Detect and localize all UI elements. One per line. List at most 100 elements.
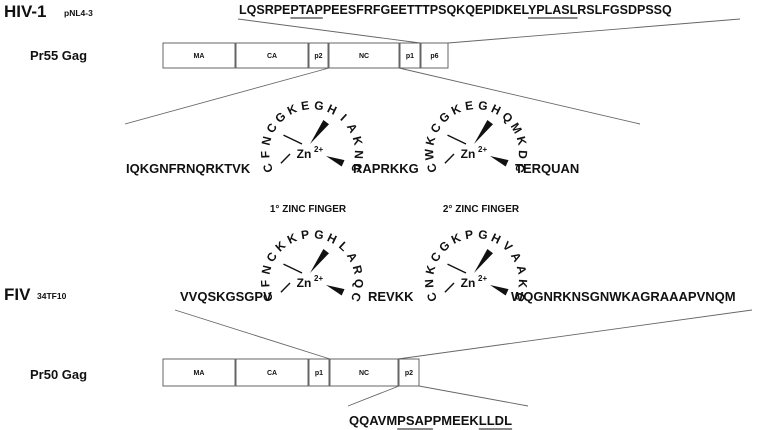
hiv-f2-residue: E [464,98,474,113]
hiv-p6-sequence: LQSRPEPTAPPEESFRFGEETTTPSQKQEPIDKELYPLAS… [239,3,672,17]
hiv-strain: pNL4-3 [64,8,93,18]
hiv-p6-connector-left [237,18,421,44]
fiv-strain: 34TF10 [37,291,67,301]
hiv-domain-ca [235,42,309,69]
hiv-nc-seg-3: TERQUAN [515,161,579,176]
hiv-f1-residue: G [313,98,324,113]
hiv-f1-residue: N [352,150,366,159]
fiv-f1-wedge-bond [326,285,345,296]
fiv-p2-connector-right [418,385,529,407]
hiv-f1-bond [280,153,291,164]
fiv-f1-residue: C [348,291,364,304]
fiv-f2-residue: K [423,264,439,276]
fiv-domain-p1 [308,358,330,387]
hiv-nc-seg-1: IQKGNFRNQRKTVK [126,161,251,176]
fiv-domain-ma [162,358,236,387]
hiv-domain-ca-label: CA [267,53,277,60]
fiv-f2-residue: N [422,279,436,288]
fiv-f2-wedge-bond [474,249,493,273]
fiv-f2-bond [444,282,455,293]
fiv-f1-residue: C [264,249,281,264]
fiv-name: FIV [4,285,31,304]
hiv-f2-bond [447,134,467,145]
fiv-f2-zn-ion: Zn [461,276,476,290]
fiv-nc-seg-1: VVQSKGSGPV [180,289,272,304]
hiv-f2-residue: K [423,135,439,147]
hiv-f2-residue: D [515,150,529,160]
hiv-domain-nc [328,42,400,69]
fiv-section: FIV 34TF10 VVQSKGSGPV REVKK WQGNRKNSGNWK… [4,227,753,430]
fiv-precursor-label: Pr50 Gag [30,367,87,382]
hiv-f1-wedge-bond [310,120,329,144]
fiv-domain-ma-label: MA [194,370,205,377]
hiv-f1-wedge-bond [326,156,345,167]
hiv-domain-p2 [308,42,329,69]
hiv-domain-p6 [420,42,449,69]
fiv-nc-seg-3: WQGNRKNSGNWKAGRAAAPVNQM [511,289,736,304]
hiv-name: HIV-1 [4,2,47,21]
hiv-f2-residue: C [424,161,440,174]
fiv-gag-bar: MA CA p1 NC p2 [162,358,420,387]
fiv-domain-p1-label: p1 [315,370,323,377]
fiv-f2-residue: G [477,227,488,242]
hiv-f1-residue: K [285,101,299,118]
fiv-domain-ca-label: CA [267,370,277,377]
fiv-f1-residue: K [273,238,289,254]
fiv-f1-residue: R [350,264,366,276]
fiv-domain-ca [235,358,309,387]
hiv-f1-residue: A [344,121,361,136]
hiv-precursor-label: Pr55 Gag [30,48,87,63]
fiv-f1-bond [280,282,291,293]
fiv-f1-residue: K [285,230,299,247]
hiv-f2-residue: K [514,135,530,147]
hiv-finger-label-1: 1° ZINC FINGER [270,204,347,215]
fiv-f1-residue: Q [351,279,365,289]
fiv-f1-zn-charge: 2+ [314,274,323,283]
fiv-f2-residue: P [464,227,474,242]
hiv-domain-nc-label: NC [359,53,369,60]
hiv-p6-connector-right [447,18,741,44]
hiv-f1-zn-charge: 2+ [314,145,323,154]
hiv-f2-wedge-bond [474,120,493,144]
fiv-f1-residue: G [313,227,324,242]
hiv-domain-p2-label: p2 [314,53,322,60]
hiv-finger-label-2: 2° ZINC FINGER [443,204,520,215]
hiv-f2-zn-charge: 2+ [478,145,487,154]
fiv-f1-bond [283,263,303,274]
hiv-domain-p1-label: p1 [406,53,414,60]
hiv-f1-residue: E [300,98,310,113]
fiv-f1-wedge-bond [310,249,329,273]
hiv-f1-residue: I [338,111,350,124]
fiv-domain-p2 [398,358,420,387]
fiv-f2-residue: H [489,230,503,246]
hiv-f1-residue: H [325,101,339,117]
hiv-f1-zn-ion: Zn [297,147,312,161]
hiv-nc-connector-right [398,67,641,125]
fiv-f1-zn-ion: Zn [297,276,312,290]
fiv-nc-seg-2: REVKK [368,289,414,304]
fiv-p2-sequence: QQAVMPSAPPMEEKLLDL [349,413,512,428]
hiv-domain-ma-label: MA [194,53,205,60]
fiv-f1-residue: P [300,227,310,242]
fiv-f1-residue: F [258,279,272,287]
fiv-f2-residue: K [515,279,529,289]
hiv-f2-residue: M [508,120,525,136]
fiv-domain-p2-label: p2 [405,370,413,377]
hiv-domain-ma [162,42,236,69]
fiv-p2-connector-left [347,385,400,407]
hiv-gag-bar: MA CA p2 NC p1 p6 [162,42,449,69]
hiv-nc-connector-left [124,67,330,125]
fiv-nc-connector-right [397,309,753,360]
fiv-f1-residue: N [259,264,275,276]
fiv-domain-nc-label: NC [359,370,369,377]
hiv-f1-residue: G [272,109,288,126]
hiv-domain-p1 [399,42,421,69]
fiv-f2-wedge-bond [490,285,509,296]
hiv-f1-bond [283,134,303,145]
hiv-f1-residue: C [260,161,276,174]
fiv-f2-zn-charge: 2+ [478,274,487,283]
hiv-f1-residue: K [350,135,366,147]
